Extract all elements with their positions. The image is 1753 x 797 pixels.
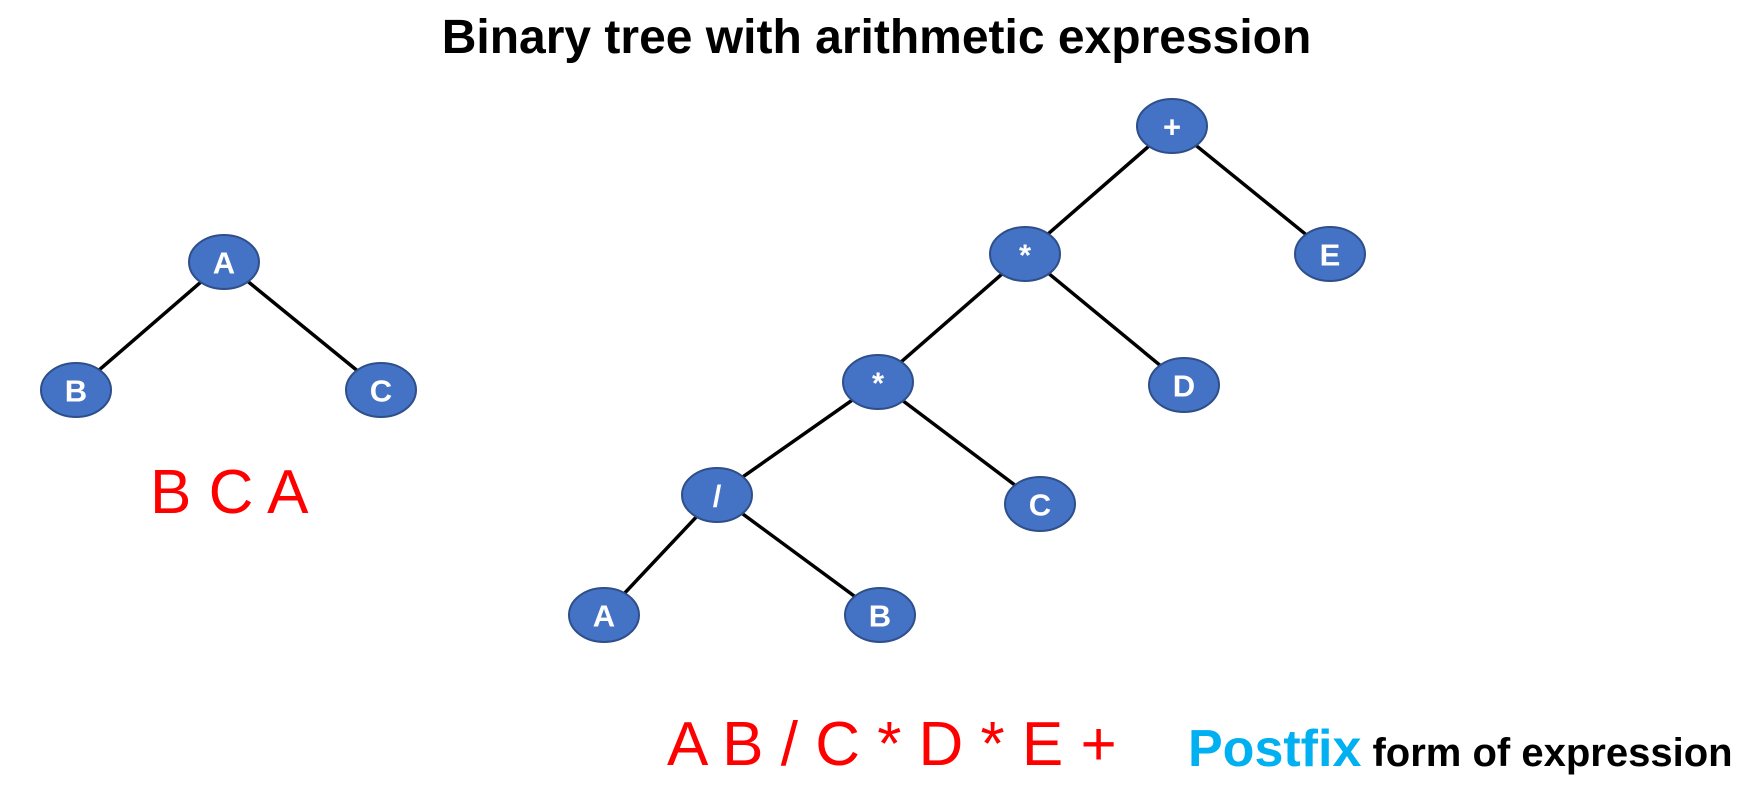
expr-edge-div-b <box>740 511 857 599</box>
expr-node-mul1: * <box>989 226 1061 282</box>
small-tree-node-left: B <box>40 362 112 418</box>
expr-node-d-label: D <box>1173 369 1195 404</box>
expr-node-plus-label: + <box>1163 110 1181 145</box>
expr-node-mul1-shape <box>989 226 1061 282</box>
small-tree-node-root: A <box>188 234 260 290</box>
expr-node-b-label: B <box>869 599 891 634</box>
small-tree-postfix-output: B C A <box>150 458 309 527</box>
expr-node-a: A <box>568 587 640 643</box>
postfix-caption-rest: form of expression <box>1361 731 1733 775</box>
expr-node-div-shape <box>681 467 753 523</box>
expr-node-e: E <box>1294 226 1366 282</box>
expr-node-div-label: / <box>713 479 722 514</box>
expr-node-a-label: A <box>593 599 615 634</box>
small-tree-edge-root-right <box>246 279 359 373</box>
expr-edge-mul1-d <box>1047 271 1162 368</box>
expr-node-mul2-shape <box>842 354 914 410</box>
expression-tree-postfix-output: A B / C * D * E + <box>667 710 1117 779</box>
expr-node-plus: + <box>1136 98 1208 154</box>
expr-node-c-label: C <box>1029 488 1051 523</box>
expr-node-d-shape <box>1148 357 1220 413</box>
expr-node-b: B <box>844 587 916 643</box>
postfix-caption: Postfix form of expression <box>1188 714 1733 797</box>
expr-node-mul2-label: * <box>872 366 885 401</box>
expr-node-a-shape <box>568 587 640 643</box>
expr-node-d: D <box>1148 357 1220 413</box>
postfix-keyword: Postfix <box>1188 720 1362 778</box>
expr-node-mul1-label: * <box>1019 238 1032 273</box>
small-tree-node-root-label: A <box>213 246 235 281</box>
expr-edge-mul1-mul2 <box>899 272 1004 364</box>
expr-node-c-shape <box>1004 476 1076 532</box>
small-tree-edge-root-left <box>97 280 203 372</box>
expr-node-b-shape <box>844 587 916 643</box>
expr-node-e-shape <box>1294 226 1366 282</box>
small-tree-node-right: C <box>345 362 417 418</box>
expr-edge-plus-mul1 <box>1046 144 1151 236</box>
expr-edge-mul2-c <box>901 399 1017 487</box>
small-tree-node-left-shape <box>40 362 112 418</box>
expr-edge-mul2-div <box>741 398 854 479</box>
tree-edges <box>97 143 1308 599</box>
expr-node-div: / <box>681 467 753 523</box>
tree-nodes: A B C + * E * D / C A B <box>40 98 1366 643</box>
expr-edge-div-a <box>622 515 699 595</box>
small-tree-node-right-label: C <box>370 374 392 409</box>
expr-node-c: C <box>1004 476 1076 532</box>
small-tree-node-root-shape <box>188 234 260 290</box>
expr-node-e-label: E <box>1320 238 1341 273</box>
expr-node-mul2: * <box>842 354 914 410</box>
small-tree-node-right-shape <box>345 362 417 418</box>
expr-edge-plus-e <box>1194 143 1308 237</box>
small-tree-node-left-label: B <box>65 374 87 409</box>
expr-node-plus-shape <box>1136 98 1208 154</box>
diagram-title: Binary tree with arithmetic expression <box>441 11 1312 64</box>
